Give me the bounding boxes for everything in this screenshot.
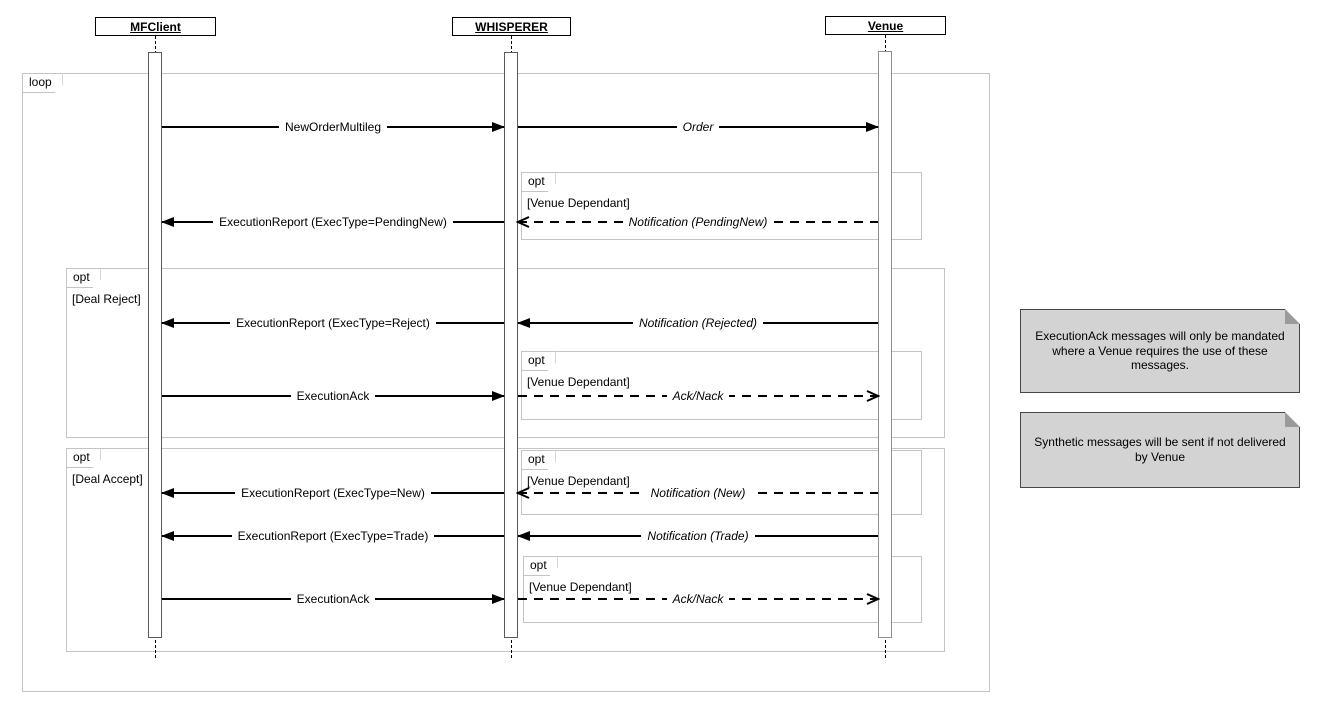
arrowhead-filled-icon	[492, 594, 505, 604]
message-notification-new: Notification (New)	[516, 484, 878, 502]
fragment-opt-operator: opt	[521, 172, 556, 192]
message-label: ExecutionReport (ExecType=PendingNew)	[213, 213, 453, 231]
arrowhead-filled-icon	[517, 531, 530, 541]
message-label: Ack/Nack	[666, 590, 730, 608]
note-synthetic: Synthetic messages will be sent if not d…	[1020, 412, 1300, 488]
note-text: ExecutionAck messages will only be manda…	[1035, 329, 1285, 373]
message-execreport-new: ExecutionReport (ExecType=New)	[161, 484, 504, 502]
message-execreport-pendingnew: ExecutionReport (ExecType=PendingNew)	[161, 213, 504, 231]
note-executionack: ExecutionAck messages will only be manda…	[1020, 309, 1300, 393]
fragment-opt-operator: opt	[521, 351, 556, 371]
message-acknack-1: Ack/Nack	[518, 387, 880, 405]
fragment-opt-acknack-1: opt [Venue Dependant]	[521, 351, 922, 420]
message-newordermultileg: NewOrderMultileg	[162, 118, 505, 136]
message-order: Order	[518, 118, 879, 136]
message-label: Notification (Trade)	[641, 527, 755, 545]
message-label: Order	[676, 118, 720, 136]
activation-bar-mfclient	[148, 52, 162, 638]
activation-bar-venue	[878, 51, 892, 638]
fragment-guard: [Venue Dependant]	[527, 474, 630, 488]
note-text: Synthetic messages will be sent if not d…	[1034, 435, 1286, 464]
message-label: ExecutionReport (ExecType=New)	[235, 484, 431, 502]
fragment-opt-pendingnew: opt [Venue Dependant]	[521, 172, 922, 240]
message-label: ExecutionAck	[290, 387, 376, 405]
fragment-guard: [Venue Dependant]	[527, 196, 630, 210]
participant-label: MFClient	[130, 19, 181, 34]
arrowhead-filled-icon	[161, 217, 174, 227]
message-executionack-1: ExecutionAck	[162, 387, 505, 405]
arrowhead-filled-icon	[161, 531, 174, 541]
participant-label: WHISPERER	[475, 19, 548, 34]
arrowhead-filled-icon	[517, 318, 530, 328]
message-acknack-2: Ack/Nack	[518, 590, 880, 608]
arrowhead-filled-icon	[492, 391, 505, 401]
fragment-guard: [Venue Dependant]	[527, 375, 630, 389]
message-label: NewOrderMultileg	[278, 118, 388, 136]
arrowhead-open-icon	[516, 487, 530, 499]
arrowhead-open-icon	[866, 390, 880, 402]
message-notification-rejected: Notification (Rejected)	[517, 314, 878, 332]
fragment-guard: [Deal Reject]	[72, 292, 141, 306]
message-notification-trade: Notification (Trade)	[517, 527, 878, 545]
arrowhead-open-icon	[516, 216, 530, 228]
message-label: Ack/Nack	[666, 387, 730, 405]
participant-venue: Venue	[825, 16, 946, 35]
message-executionack-2: ExecutionAck	[162, 590, 505, 608]
arrowhead-filled-icon	[161, 488, 174, 498]
arrowhead-open-icon	[866, 593, 880, 605]
message-label: Notification (Rejected)	[632, 314, 764, 332]
message-execreport-reject: ExecutionReport (ExecType=Reject)	[161, 314, 504, 332]
fragment-guard: [Deal Accept]	[72, 472, 143, 486]
fragment-opt-operator: opt	[66, 268, 101, 288]
arrowhead-filled-icon	[161, 318, 174, 328]
fragment-guard: [Venue Dependant]	[529, 580, 632, 594]
fragment-opt-new: opt [Venue Dependant]	[521, 450, 922, 515]
participant-whisperer: WHISPERER	[452, 17, 571, 36]
fragment-opt-operator: opt	[66, 448, 101, 468]
message-label: ExecutionReport (ExecType=Reject)	[230, 314, 436, 332]
message-label: ExecutionAck	[290, 590, 376, 608]
fragment-opt-acknack-2: opt [Venue Dependant]	[523, 556, 922, 623]
message-label: ExecutionReport (ExecType=Trade)	[231, 527, 435, 545]
message-label: Notification (PendingNew)	[622, 213, 774, 231]
message-execreport-trade: ExecutionReport (ExecType=Trade)	[161, 527, 504, 545]
message-label: Notification (New)	[644, 484, 752, 502]
participant-mfclient: MFClient	[95, 17, 216, 36]
message-notification-pendingnew: Notification (PendingNew)	[516, 213, 878, 231]
fragment-opt-operator: opt	[523, 556, 558, 576]
fragment-loop-operator: loop	[22, 73, 63, 93]
fragment-opt-operator: opt	[521, 450, 556, 470]
activation-bar-whisperer	[504, 52, 518, 638]
participant-label: Venue	[867, 18, 904, 33]
arrowhead-filled-icon	[492, 122, 505, 132]
arrowhead-filled-icon	[866, 122, 879, 132]
